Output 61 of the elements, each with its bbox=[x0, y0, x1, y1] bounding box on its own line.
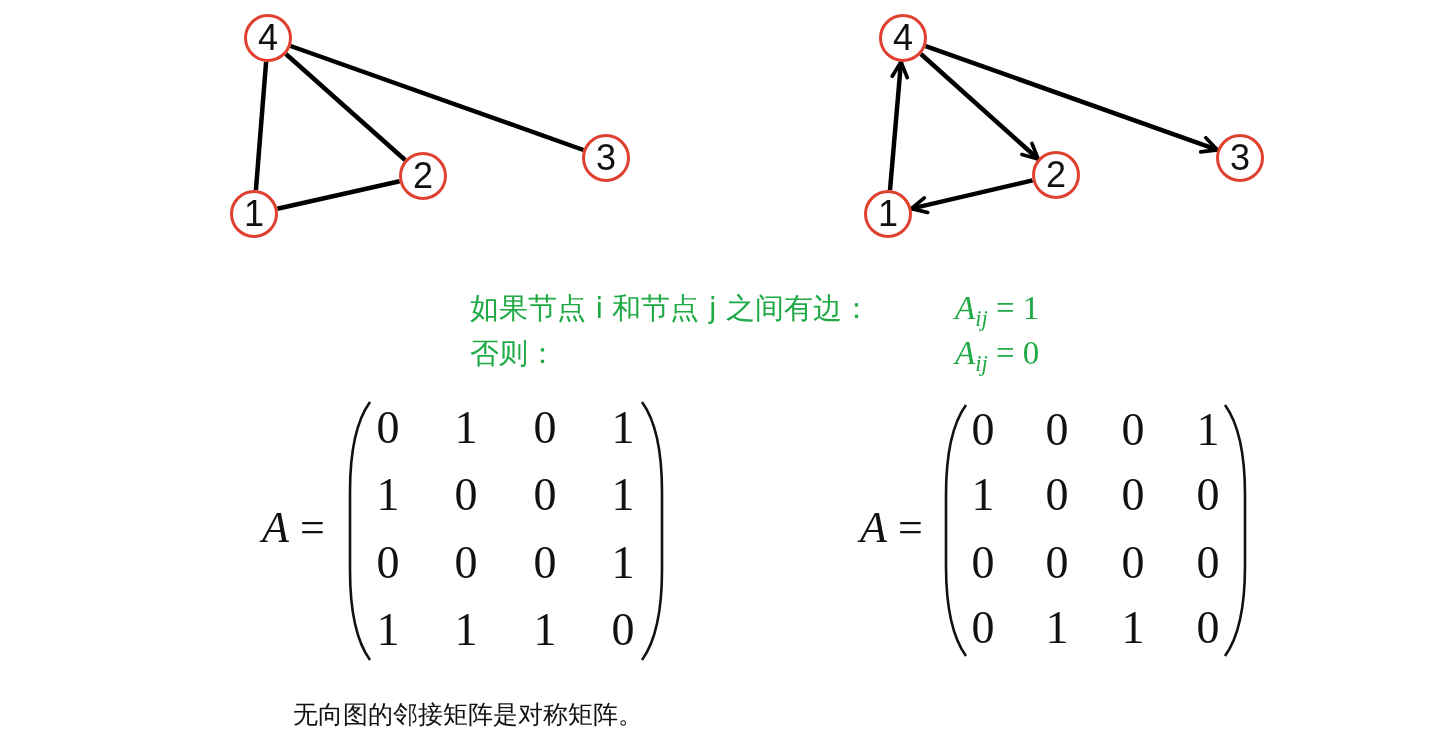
matrix-entry: 0 bbox=[1045, 470, 1069, 520]
arrow bbox=[924, 43, 1220, 154]
graph-node bbox=[864, 190, 912, 238]
matrix-entry: 0 bbox=[971, 538, 995, 588]
node-number: 4 bbox=[258, 20, 278, 56]
graph-node bbox=[1032, 151, 1080, 199]
matrix-entry: 1 bbox=[533, 605, 557, 655]
graph-node bbox=[244, 14, 292, 62]
matrix-entry: 1 bbox=[971, 470, 995, 520]
matrix-entry: 0 bbox=[1121, 470, 1145, 520]
matrix-entry: 0 bbox=[1121, 538, 1145, 588]
matrix-entry: 1 bbox=[611, 538, 635, 588]
node-number: 3 bbox=[596, 140, 616, 176]
math-formula: A$_{ij}$ = 1 bbox=[955, 289, 1041, 333]
matrix-entry: 0 bbox=[454, 538, 478, 588]
matrix-entry: 1 bbox=[611, 470, 635, 520]
matrix-entry: 0 bbox=[533, 470, 557, 520]
matrix-entry: 0 bbox=[1045, 405, 1069, 455]
arrow bbox=[887, 60, 909, 191]
matrix-entry: 0 bbox=[971, 405, 995, 455]
graph-node bbox=[879, 14, 927, 62]
arrow bbox=[919, 52, 1040, 161]
matrix-entry: 1 bbox=[454, 605, 478, 655]
matrix-entry: 1 bbox=[1196, 405, 1220, 455]
matrix-entry: 1 bbox=[1121, 603, 1145, 653]
matrix-entry: 0 bbox=[1045, 538, 1069, 588]
condition-text: 如果节点 i 和节点 j 之间有边： bbox=[470, 290, 871, 326]
matrix-entry: 0 bbox=[1121, 405, 1145, 455]
node-number: 2 bbox=[1046, 157, 1066, 193]
matrix-entry: 0 bbox=[376, 538, 400, 588]
condition-text: 否则： bbox=[470, 335, 557, 371]
graph-node bbox=[1216, 134, 1264, 182]
node-number: 1 bbox=[878, 196, 898, 232]
matrix-entry: 0 bbox=[971, 603, 995, 653]
matrix-entry: 0 bbox=[1196, 470, 1220, 520]
matrix-entry: 0 bbox=[1196, 538, 1220, 588]
matrix-entry: 0 bbox=[376, 403, 400, 453]
graph-node bbox=[230, 190, 278, 238]
matrix-entry: 0 bbox=[1196, 603, 1220, 653]
matrix-entry: 0 bbox=[611, 605, 635, 655]
node-number: 2 bbox=[413, 158, 433, 194]
matrix-entry: 1 bbox=[376, 605, 400, 655]
matrix-entry: 1 bbox=[1045, 603, 1069, 653]
edge-line bbox=[284, 52, 407, 162]
graph-node bbox=[399, 152, 447, 200]
math-formula: A$_{ij}$ = 0 bbox=[955, 334, 1041, 378]
node-number: 4 bbox=[893, 20, 913, 56]
matrix-entry: 0 bbox=[454, 470, 478, 520]
matrix-entry: 1 bbox=[376, 470, 400, 520]
arrow bbox=[909, 178, 1034, 215]
matrix-entry: 0 bbox=[533, 538, 557, 588]
caption-text: 无向图的邻接矩阵是对称矩阵。 bbox=[293, 699, 643, 731]
edge-line bbox=[253, 61, 269, 191]
matrix-entry: 0 bbox=[533, 403, 557, 453]
matrix-entry: 1 bbox=[454, 403, 478, 453]
matrix-entry: 1 bbox=[611, 403, 635, 453]
node-number: 3 bbox=[1230, 140, 1250, 176]
graph-node bbox=[582, 134, 630, 182]
edge-line bbox=[276, 179, 401, 211]
node-number: 1 bbox=[244, 196, 264, 232]
edge-line bbox=[289, 43, 585, 153]
